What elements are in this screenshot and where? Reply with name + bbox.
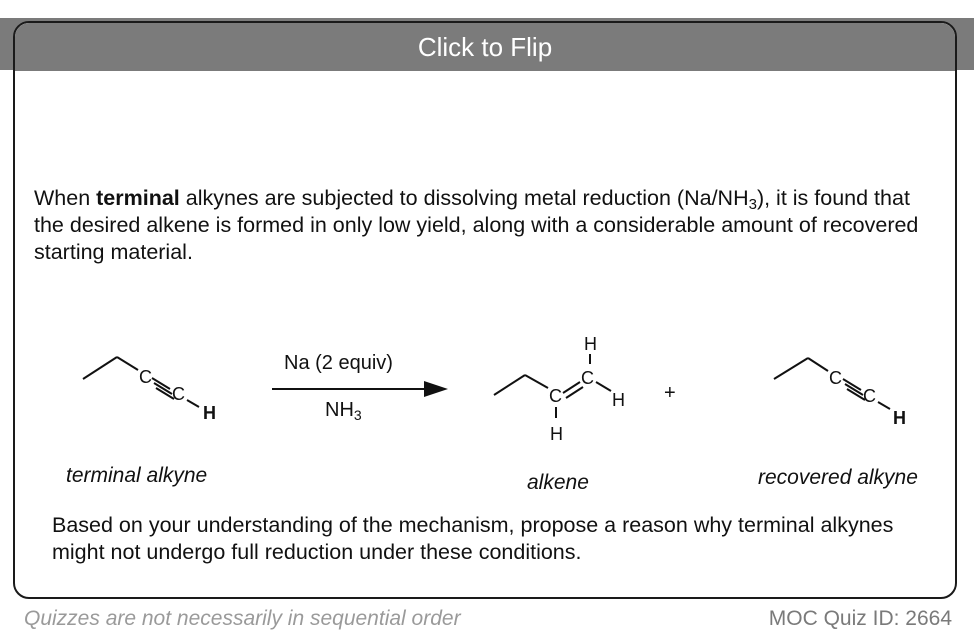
svg-text:H: H (203, 403, 216, 423)
plus-sign: + (664, 382, 676, 404)
svg-text:H: H (584, 334, 597, 354)
svg-text:C: C (549, 386, 562, 406)
recovered-alkyne-structure: C C H (773, 357, 906, 428)
svg-text:H: H (893, 408, 906, 428)
svg-text:C: C (172, 384, 185, 404)
svg-text:H: H (612, 390, 625, 410)
flip-label: Click to Flip (417, 31, 553, 62)
reaction-arrow (272, 381, 448, 397)
emphasis-terminal: terminal (96, 186, 180, 210)
caption-recovered-alkyne: recovered alkyne (758, 466, 918, 489)
flashcard[interactable]: Click to Flip When terminal alkynes are … (13, 21, 957, 599)
reagent-ammonia: NH3 (325, 399, 362, 423)
caption-terminal-alkyne: terminal alkyne (66, 464, 208, 487)
footer-note: Quizzes are not necessarily in sequentia… (24, 607, 461, 630)
terminal-alkyne-structure: C C H (82, 356, 216, 423)
reagent-sodium: Na (2 equiv) (284, 352, 393, 374)
quiz-id: MOC Quiz ID: 2664 (768, 607, 952, 630)
question-text: When terminal alkynes are subjected to d… (34, 186, 919, 264)
prompt-text: Based on your understanding of the mecha… (52, 513, 894, 564)
alkene-structure: C C H H H (493, 334, 625, 444)
svg-text:C: C (829, 368, 842, 388)
svg-text:C: C (139, 367, 152, 387)
caption-alkene: alkene (527, 471, 589, 494)
click-to-flip-button[interactable]: Click to Flip (15, 23, 955, 71)
svg-text:C: C (863, 386, 876, 406)
svg-text:H: H (550, 424, 563, 444)
svg-text:C: C (581, 368, 594, 388)
